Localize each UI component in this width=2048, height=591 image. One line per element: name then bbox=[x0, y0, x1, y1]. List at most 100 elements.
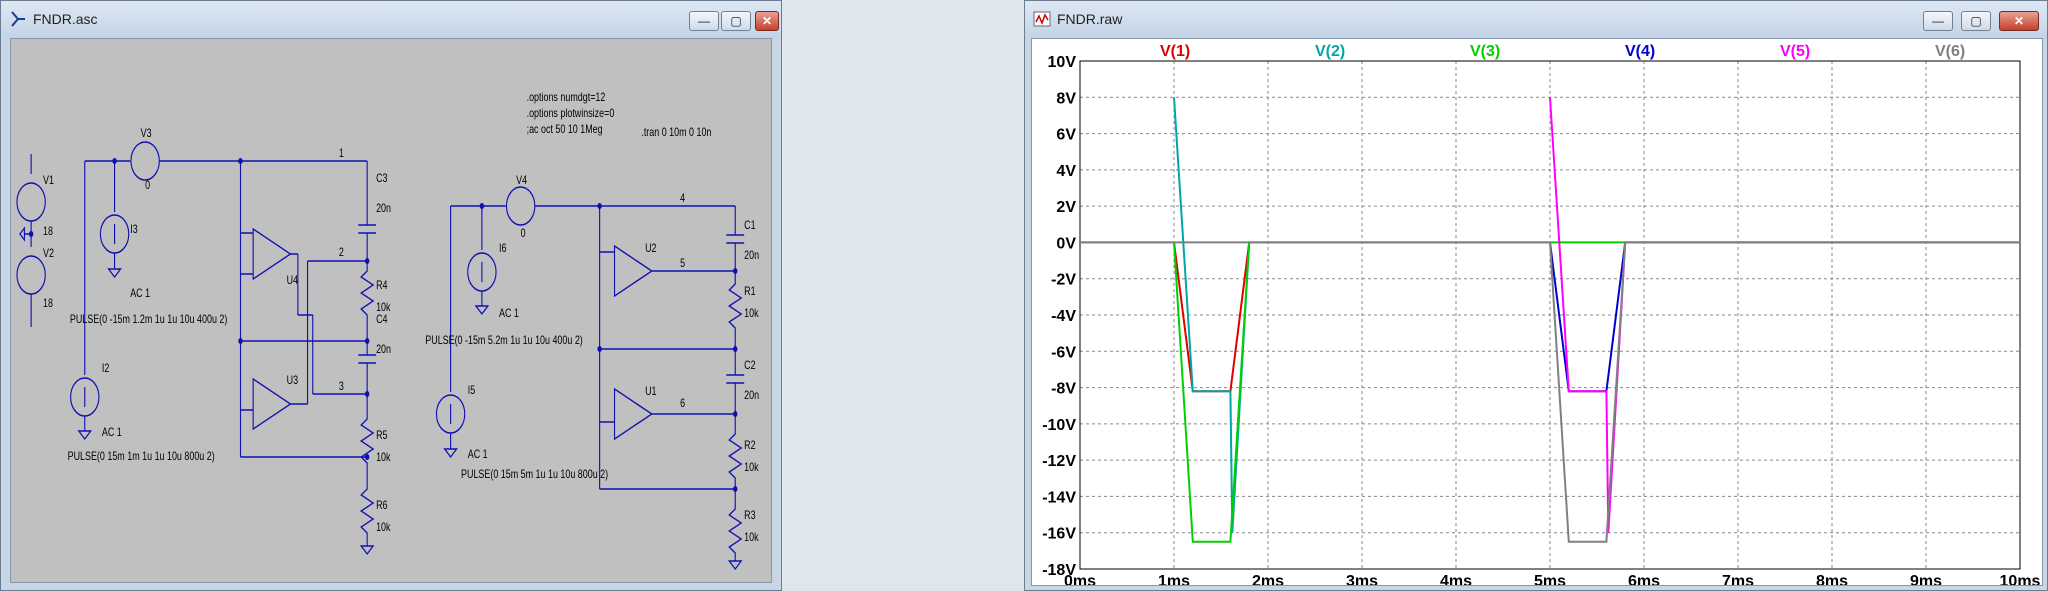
spice-directive-1[interactable]: .options numdgt=12 bbox=[527, 91, 606, 105]
label-r2: R2 bbox=[744, 439, 756, 453]
label-c4-value: 20n bbox=[376, 343, 391, 357]
label-r1: R1 bbox=[744, 285, 756, 299]
legend-entry: V(3) bbox=[1470, 43, 1500, 60]
minimize-button[interactable]: — bbox=[1923, 11, 1953, 31]
x-tick-label: 2ms bbox=[1252, 573, 1284, 585]
x-tick-label: 4ms bbox=[1440, 573, 1472, 585]
label-i6-ac: AC 1 bbox=[499, 307, 519, 321]
label-r3: R3 bbox=[744, 509, 756, 523]
label-u1: U1 bbox=[645, 385, 657, 399]
window-title: FNDR.asc bbox=[33, 11, 98, 27]
x-tick-label: 10ms bbox=[2000, 573, 2041, 585]
label-c2-value: 20n bbox=[744, 389, 759, 403]
waveform-viewer-icon bbox=[1033, 11, 1051, 27]
label-u2: U2 bbox=[645, 242, 657, 256]
label-i3-pulse: PULSE(0 -15m 1.2m 1u 1u 10u 400u 2) bbox=[70, 313, 228, 327]
label-v4: V4 bbox=[516, 174, 527, 188]
label-v4-value: 0 bbox=[521, 227, 526, 241]
spice-directive-4[interactable]: .tran 0 10m 0 10n bbox=[641, 126, 711, 140]
x-tick-label: 3ms bbox=[1346, 573, 1378, 585]
label-c1-value: 20n bbox=[744, 249, 759, 263]
label-v2-value: 18 bbox=[43, 297, 53, 311]
y-tick-label: -10V bbox=[1042, 417, 1076, 434]
y-tick-label: -16V bbox=[1042, 526, 1076, 543]
waveform-plot[interactable]: 10V 8V 6V 4V 2V 0V -2V -4V -6V -8V -10V -12V -14V -16… bbox=[1032, 39, 2042, 590]
spice-directive-2[interactable]: .options plotwinsize=0 bbox=[527, 107, 615, 121]
y-tick-label: -8V bbox=[1051, 381, 1076, 398]
net-label-4: 4 bbox=[680, 192, 685, 206]
y-tick-label: 0V bbox=[1056, 235, 1076, 252]
x-tick-label: 0ms bbox=[1064, 573, 1096, 585]
waveform-titlebar[interactable]: FNDR.raw bbox=[1025, 1, 2047, 39]
x-tick-label: 7ms bbox=[1722, 573, 1754, 585]
net-label-1: 1 bbox=[339, 147, 344, 161]
label-r5: R5 bbox=[376, 429, 388, 443]
x-tick-label: 1ms bbox=[1158, 573, 1190, 585]
label-r1-value: 10k bbox=[744, 307, 759, 321]
y-tick-label: -4V bbox=[1051, 308, 1076, 325]
net-label-2: 2 bbox=[339, 246, 344, 260]
label-r6-value: 10k bbox=[376, 521, 391, 535]
y-tick-label: -2V bbox=[1051, 272, 1076, 289]
label-v3: V3 bbox=[141, 127, 152, 141]
label-i5-ac: AC 1 bbox=[468, 448, 488, 462]
x-tick-label: 9ms bbox=[1910, 573, 1942, 585]
legend-entry: V(1) bbox=[1160, 43, 1190, 60]
label-c4: C4 bbox=[376, 313, 388, 327]
window-title: FNDR.raw bbox=[1057, 11, 1123, 27]
legend-entry: V(4) bbox=[1625, 43, 1655, 60]
y-tick-label: 10V bbox=[1048, 54, 1077, 71]
label-i5: I5 bbox=[468, 384, 476, 398]
label-i2-pulse: PULSE(0 15m 1m 1u 1u 10u 800u 2) bbox=[68, 450, 215, 464]
plot-pane[interactable]: 10V 8V 6V 4V 2V 0V -2V -4V -6V -8V -10V -12V -14V -16… bbox=[1031, 38, 2043, 590]
legend-entry: V(2) bbox=[1315, 43, 1345, 60]
net-label-5: 5 bbox=[680, 257, 685, 271]
label-r6: R6 bbox=[376, 499, 388, 513]
label-v2: V2 bbox=[43, 247, 54, 261]
label-c2: C2 bbox=[744, 359, 756, 373]
y-tick-label: -18V bbox=[1042, 562, 1076, 579]
schematic-canvas[interactable]: V1 18 V2 18 V3 0 V4 0 I2 AC 1 PULSE(0 15… bbox=[10, 38, 772, 583]
legend-entry: V(6) bbox=[1935, 43, 1965, 60]
ltspice-schematic-icon bbox=[11, 11, 25, 27]
y-tick-label: -6V bbox=[1051, 344, 1076, 361]
label-i2-ac: AC 1 bbox=[102, 426, 122, 440]
y-tick-label: 2V bbox=[1056, 199, 1076, 216]
spice-directive-3[interactable]: ;ac oct 50 10 1Meg bbox=[527, 123, 603, 137]
y-tick-label: -14V bbox=[1042, 489, 1076, 506]
series-line-v6 bbox=[1080, 241, 2020, 543]
schematic-titlebar[interactable]: FNDR.asc bbox=[1, 1, 781, 39]
y-tick-label: 6V bbox=[1056, 127, 1076, 144]
label-c1: C1 bbox=[744, 219, 756, 233]
y-tick-label: -12V bbox=[1042, 453, 1076, 470]
schematic-window: FNDR.asc bbox=[0, 0, 782, 591]
maximize-button[interactable]: ▢ bbox=[1961, 11, 1991, 31]
y-tick-label: 4V bbox=[1056, 163, 1076, 180]
x-tick-label: 6ms bbox=[1628, 573, 1660, 585]
label-r3-value: 10k bbox=[744, 531, 759, 545]
maximize-button[interactable]: ▢ bbox=[721, 11, 751, 31]
minimize-button[interactable]: — bbox=[689, 11, 719, 31]
label-i3-ac: AC 1 bbox=[130, 287, 150, 301]
legend-entry: V(5) bbox=[1780, 43, 1810, 60]
label-v3-value: 0 bbox=[145, 179, 150, 193]
net-label-6: 6 bbox=[680, 397, 685, 411]
close-button[interactable]: ✕ bbox=[1999, 11, 2039, 31]
label-r2-value: 10k bbox=[744, 461, 759, 475]
label-v1: V1 bbox=[43, 174, 54, 188]
label-i6: I6 bbox=[499, 242, 507, 256]
label-i6-pulse: PULSE(0 -15m 5.2m 1u 1u 10u 400u 2) bbox=[425, 334, 583, 348]
label-i2: I2 bbox=[102, 362, 110, 376]
y-tick-label: 8V bbox=[1056, 90, 1076, 107]
close-button[interactable]: ✕ bbox=[755, 11, 779, 31]
label-i5-pulse: PULSE(0 15m 5m 1u 1u 10u 800u 2) bbox=[461, 468, 608, 482]
label-v1-value: 18 bbox=[43, 225, 53, 239]
label-r4: R4 bbox=[376, 279, 388, 293]
label-i3: I3 bbox=[130, 223, 138, 237]
waveform-window: FNDR.raw — ▢ ✕ 10V 8V 6V 4V 2V 0V -2V -4V -6V -8V… bbox=[1024, 0, 2048, 591]
label-u3: U3 bbox=[287, 374, 299, 388]
label-c3: C3 bbox=[376, 172, 388, 186]
x-tick-label: 5ms bbox=[1534, 573, 1566, 585]
schematic-drawing[interactable]: V1 18 V2 18 V3 0 V4 0 I2 AC 1 PULSE(0 15… bbox=[11, 39, 771, 582]
label-u4: U4 bbox=[287, 274, 299, 288]
